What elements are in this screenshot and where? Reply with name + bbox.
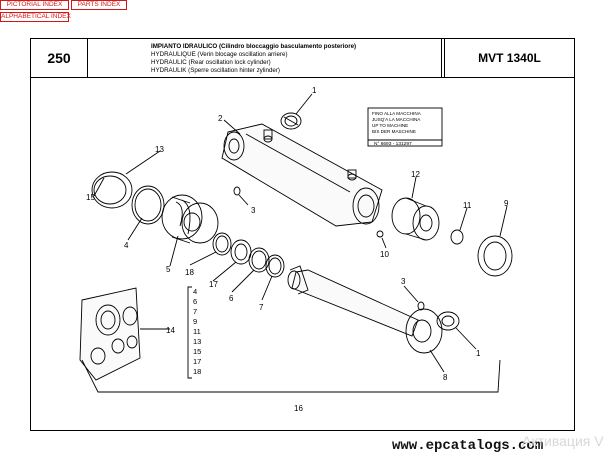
os-activation-overlay: Активация V: [522, 433, 604, 449]
cylinder-barrel-part: [221, 123, 383, 227]
serial-line-2: JUSQ'A LA MACCHINA: [372, 117, 421, 122]
callout-15: 15: [86, 193, 95, 202]
callout-3-lower: 3: [401, 277, 406, 286]
callout-14: 14: [166, 326, 175, 335]
grease-nipple-3: [233, 186, 241, 196]
title-bar: 250 IMPIANTO IDRAULICO (Cilindro bloccag…: [31, 39, 574, 78]
grease-nipple-3-lower: [417, 301, 425, 311]
callout-17: 17: [209, 280, 218, 289]
kit-bracket: [187, 286, 192, 379]
title-french: HYDRAULIQUE (Verin blocage oscillation a…: [151, 51, 288, 58]
kit-item: 18: [193, 367, 201, 376]
kit-item: 13: [193, 337, 201, 346]
kit-dimension-line: [81, 359, 501, 393]
serial-line-4: BIS DER MASCHINE: [372, 129, 416, 134]
drawing-sheet: 250 IMPIANTO IDRAULICO (Cilindro bloccag…: [30, 38, 575, 431]
callout-1-lower: 1: [476, 349, 481, 358]
title-block: IMPIANTO IDRAULICO (Cilindro bloccaggio …: [151, 43, 451, 75]
kit-item: 9: [193, 317, 197, 326]
callout-6: 6: [229, 294, 234, 303]
callout-18: 18: [185, 268, 194, 277]
callout-9: 9: [504, 199, 509, 208]
kit-item: 4: [193, 287, 197, 296]
kit-item: 15: [193, 347, 201, 356]
callout-3: 3: [251, 206, 256, 215]
piston-rod-part: [287, 265, 443, 354]
kit-item: 6: [193, 297, 197, 306]
ring-18: [212, 232, 232, 256]
callout-16: 16: [294, 404, 303, 413]
piston-part: [161, 194, 219, 244]
title-italian: IMPIANTO IDRAULICO (Cilindro bloccaggio …: [151, 43, 357, 50]
serial-box: [367, 107, 443, 147]
part-10: [376, 230, 384, 238]
kit-item: 11: [193, 327, 201, 336]
callout-5: 5: [166, 265, 171, 274]
model-label: MVT 1340L: [444, 39, 574, 77]
pictorial-index-button[interactable]: PICTORIAL INDEX: [0, 0, 69, 10]
serial-number: N° 6693 - 131297: [374, 141, 412, 147]
alphabetical-index-button[interactable]: ALPHABETICAL INDEX: [0, 12, 71, 22]
callout-1: 1: [312, 86, 317, 95]
callout-10: 10: [380, 250, 389, 259]
ring-6: [248, 247, 270, 273]
callout-12: 12: [411, 170, 420, 179]
callout-7: 7: [259, 303, 264, 312]
kit-item: 7: [193, 307, 197, 316]
plug-part-top: [280, 112, 302, 130]
watermark-text: www.epcatalogs.com: [392, 438, 544, 454]
cylinder-head-part: [391, 197, 440, 241]
callout-4: 4: [124, 241, 129, 250]
title-german: HYDRAULIK (Sperre oscillation hinter zyl…: [151, 67, 280, 74]
oring-11: [450, 229, 464, 245]
callout-8: 8: [443, 373, 448, 382]
serial-line-1: FINO ALLA MACCHINA: [372, 111, 422, 116]
oring-4: [131, 185, 165, 225]
kit-item: 17: [193, 357, 201, 366]
callout-13: 13: [155, 145, 164, 154]
title-english: HYDRAULIC (Rear oscillation lock cylinde…: [151, 59, 271, 66]
parts-index-button[interactable]: PARTS INDEX: [71, 0, 127, 10]
callout-11: 11: [463, 201, 472, 210]
plug-part-lower: [436, 311, 460, 331]
serial-line-3: UP TO MACHINE: [372, 123, 408, 128]
callout-2: 2: [218, 114, 223, 123]
seal-kit-panel: [79, 287, 141, 381]
ring-13: [91, 171, 133, 209]
title-divider: [441, 39, 444, 77]
ring-7: [265, 254, 285, 278]
seal-9: [477, 235, 513, 277]
page-number: 250: [31, 39, 88, 77]
